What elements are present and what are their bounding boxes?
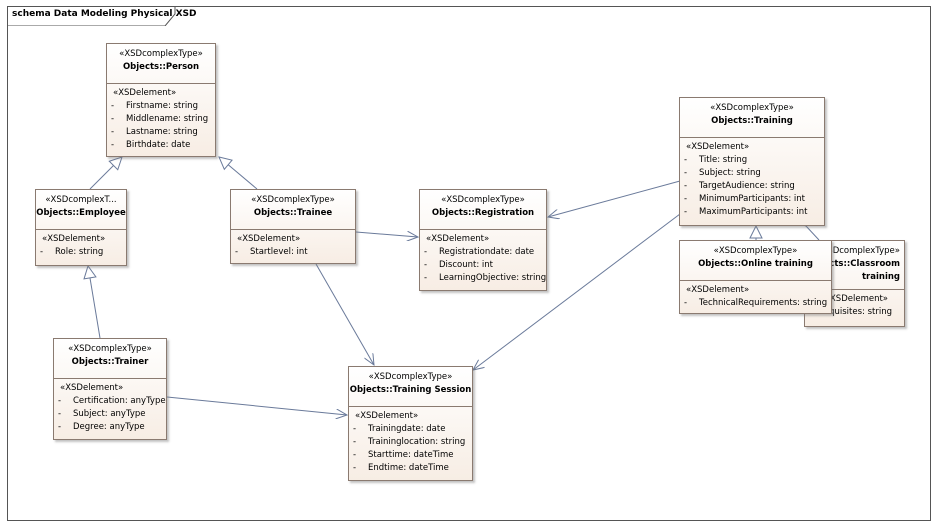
class-name: Objects::Person — [122, 62, 200, 72]
stereotype: «XSDcomplexType» — [368, 372, 453, 382]
class-person[interactable]: «XSDcomplexType» Objects::Person «XSDele… — [106, 43, 216, 157]
gen-trainer-employee — [88, 266, 101, 339]
gen-trainee-person — [219, 157, 258, 190]
gen-classroom-training — [806, 226, 820, 241]
section-label: «XSDelement» — [426, 234, 490, 244]
class-name: Objects::Training Session — [349, 385, 472, 395]
attribute: -Traininglocation: string — [353, 437, 466, 447]
section-label: «XSDelement» — [60, 383, 124, 393]
assoc-training-session — [473, 213, 681, 370]
assoc-training-registration — [548, 180, 681, 217]
class-name: Objects::Employee — [36, 208, 126, 218]
section-label: «XSDelement» — [686, 142, 750, 152]
section-label: «XSDelement» — [824, 294, 888, 304]
attribute: -MaximumParticipants: int — [684, 207, 808, 217]
attribute: -TargetAudience: string — [684, 181, 795, 191]
stereotype: «XSDcomplexType» — [816, 246, 900, 256]
attribute: -MinimumParticipants: int — [684, 194, 805, 204]
stereotype: «XSDcomplexType» — [68, 344, 152, 354]
attribute: -Certification: anyType — [58, 396, 166, 406]
class-employee[interactable]: «XSDcomplexT... Objects::Employee «XSDel… — [35, 189, 127, 266]
attribute-list: «XSDelement» -Title: string -Subject: st… — [680, 138, 824, 219]
attribute: -LearningObjective: string — [424, 273, 547, 283]
stereotype: «XSDcomplexType» — [441, 195, 525, 205]
class-name: Objects::Trainee — [253, 208, 333, 218]
attribute: -Subject: anyType — [58, 409, 146, 419]
stereotype: «XSDcomplexType» — [119, 49, 203, 59]
attribute: -Startlevel: int — [235, 247, 308, 257]
attribute-list: «XSDelement» -Trainingdate: date -Traini… — [349, 407, 472, 475]
attribute: -Degree: anyType — [58, 422, 145, 432]
attribute: -Registrationdate: date — [424, 247, 535, 257]
class-online-training[interactable]: «XSDcomplexType» Objects::Online trainin… — [679, 240, 832, 314]
stereotype: «XSDcomplexType» — [710, 103, 794, 113]
section-label: «XSDelement» — [237, 234, 301, 244]
attribute: -TechnicalRequirements: string — [684, 298, 828, 308]
class-registration[interactable]: «XSDcomplexType» Objects::Registration «… — [419, 189, 547, 291]
attribute: -Discount: int — [424, 260, 493, 270]
class-training-session[interactable]: «XSDcomplexType» Objects::Training Sessi… — [348, 366, 473, 481]
diagram-frame — [7, 6, 931, 521]
gen-employee-person — [89, 157, 122, 190]
section-label: «XSDelement» — [113, 88, 177, 98]
attribute-list: «XSDelement» -Role: string — [36, 230, 126, 259]
attribute-list: «XSDelement» -Certification: anyType -Su… — [54, 379, 166, 434]
class-name: Objects::Online training — [698, 259, 813, 269]
frame-title-tab — [7, 6, 176, 26]
class-name: Objects::Classroom training — [807, 259, 900, 282]
section-label: «XSDelement» — [42, 234, 106, 244]
attribute-list: «XSDelement» -Registrationdate: date -Di… — [420, 230, 546, 285]
class-name: Objects::Training — [711, 116, 793, 126]
attribute: -Title: string — [684, 155, 748, 165]
class-training[interactable]: «XSDcomplexType» Objects::Training «XSDe… — [679, 97, 825, 226]
class-name: Objects::Registration — [431, 208, 535, 218]
stereotype: «XSDcomplexType» — [713, 246, 798, 256]
assoc-trainee-session — [315, 263, 374, 365]
diagram-title: schema Data Modeling Physical XSD — [12, 9, 197, 19]
assoc-trainer-session — [166, 396, 347, 415]
section-label: «XSDelement» — [686, 285, 750, 295]
stereotype: «XSDcomplexT... — [45, 195, 117, 205]
attribute-list: «XSDelement» -TechnicalRequirements: str… — [680, 281, 831, 310]
attribute-list: «XSDelement» -Startlevel: int — [231, 230, 355, 259]
stereotype: «XSDcomplexType» — [251, 195, 335, 205]
class-trainer[interactable]: «XSDcomplexType» Objects::Trainer «XSDel… — [53, 338, 167, 440]
class-trainee[interactable]: «XSDcomplexType» Objects::Trainee «XSDel… — [230, 189, 356, 264]
attribute: -Endtime: dateTime — [353, 463, 449, 473]
attribute: -Role: string — [40, 247, 104, 257]
attribute: -Lastname: string — [111, 127, 198, 137]
assoc-trainee-registration — [355, 232, 418, 237]
attribute: -Trainingdate: date — [353, 424, 446, 434]
attribute: -Middlename: string — [111, 114, 209, 124]
attribute: -Starttime: dateTime — [353, 450, 454, 460]
section-label: «XSDelement» — [355, 411, 419, 421]
attribute: -Birthdate: date — [111, 140, 191, 150]
class-name: Objects::Trainer — [71, 357, 149, 367]
attribute: -Subject: string — [684, 168, 761, 178]
attribute-list: «XSDelement» -Firstname: string -Middlen… — [107, 84, 215, 152]
attribute: -Firstname: string — [111, 101, 198, 111]
